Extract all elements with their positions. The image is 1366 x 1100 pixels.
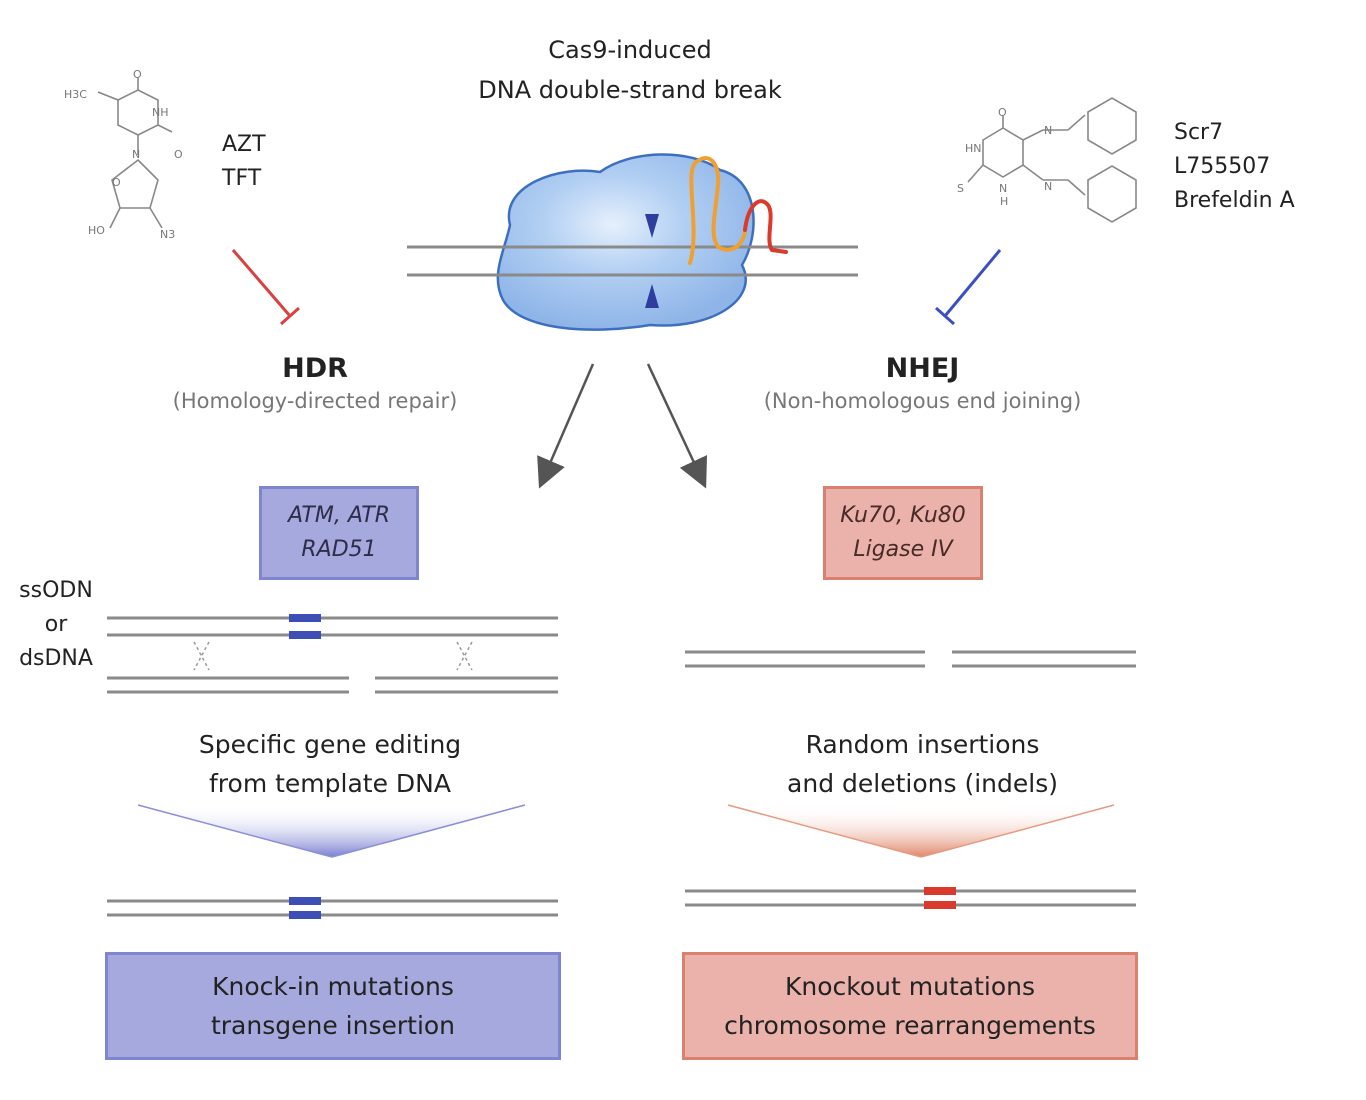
crossover-markers	[193, 641, 473, 671]
hdr-arrow	[537, 363, 595, 489]
hdr-subtitle: (Homology-directed repair)	[172, 389, 458, 413]
svg-text:O: O	[174, 148, 183, 161]
hdr-funnel-edge-right	[331, 804, 526, 858]
nhej-outcome-line-1: Knockout mutations	[785, 972, 1035, 1001]
hdr-funnel-edge-left	[137, 804, 333, 858]
svg-text:N: N	[132, 148, 140, 161]
nhej-genes-line-1: Ku70, Ku80	[840, 503, 966, 528]
nhej-gene-box: Ku70, Ku80 Ligase IV	[823, 486, 983, 580]
svg-text:O: O	[998, 106, 1007, 119]
svg-text:N: N	[999, 182, 1007, 195]
svg-text:N: N	[1044, 124, 1052, 137]
template-line-2: or	[44, 612, 68, 637]
nhej-result-line-2: and deletions (indels)	[787, 769, 1058, 798]
hdr-genes-line-1: ATM, ATR	[287, 503, 391, 528]
inhibitor-scr7: Scr7	[1174, 120, 1224, 145]
hdr-outcome-line-1: Knock-in mutations	[212, 972, 454, 1001]
azt-atom-labels: H3C O NH N O O HO N3	[64, 68, 183, 241]
hdr-gene-box: ATM, ATR RAD51	[259, 486, 419, 580]
nhej-outcome-box: Knockout mutations chromosome rearrangem…	[682, 952, 1138, 1060]
template-line-3: dsDNA	[19, 646, 93, 671]
nhej-subtitle: (Non-homologous end joining)	[763, 389, 1082, 413]
hdr-repair-dna	[107, 614, 558, 694]
target-dna	[407, 245, 858, 277]
cut-site-bottom-marker	[645, 284, 659, 308]
template-line-1: ssODN	[19, 578, 93, 603]
guide-rna	[544, 156, 788, 265]
diagram-title: Cas9-induced DNA double-strand break	[440, 30, 820, 110]
hdr-genes-line-2: RAD51	[301, 537, 377, 562]
nhej-genes-line-2: Ligase IV	[853, 537, 953, 562]
scr7-molecule-icon	[967, 97, 1137, 223]
nhej-result-text: Random insertions and deletions (indels)	[720, 725, 1125, 803]
hdr-edited-dna	[107, 897, 558, 919]
svg-text:HN: HN	[965, 142, 982, 155]
nhej-result-line-1: Random insertions	[805, 730, 1040, 759]
svg-text:N3: N3	[160, 228, 175, 241]
svg-text:N: N	[1044, 180, 1052, 193]
svg-text:H: H	[1000, 195, 1008, 208]
svg-text:NH: NH	[152, 106, 169, 119]
inhibitor-tft: TFT	[222, 166, 262, 191]
cut-site-top-marker	[645, 214, 659, 238]
svg-text:O: O	[133, 68, 142, 81]
svg-text:H3C: H3C	[64, 88, 87, 101]
cas9-protein	[496, 153, 755, 331]
hdr-name: HDR	[282, 353, 348, 384]
scr7-atom-labels: O HN N N S N H	[957, 106, 1052, 208]
inhibitor-l755507: L755507	[1174, 154, 1271, 179]
nhej-name: NHEJ	[885, 353, 960, 384]
nhej-funnel-edge-left	[727, 804, 922, 858]
title-line-1: Cas9-induced	[548, 36, 712, 64]
hdr-outcome-box: Knock-in mutations transgene insertion	[105, 952, 561, 1060]
svg-text:S: S	[957, 182, 964, 195]
template-dna-label: ssODN or dsDNA	[8, 574, 104, 676]
inhibitor-brefeldin-a: Brefeldin A	[1174, 188, 1295, 213]
nhej-broken-dna	[685, 650, 1136, 668]
svg-text:O: O	[112, 176, 121, 189]
hdr-heading: HDR (Homology-directed repair)	[140, 352, 490, 416]
nhej-funnel	[728, 805, 1114, 857]
nhej-inhibitor-list: Scr7 L755507 Brefeldin A	[1174, 116, 1295, 218]
inhibitor-azt: AZT	[222, 132, 266, 157]
hdr-result-text: Specific gene editing from template DNA	[130, 725, 530, 803]
nhej-heading: NHEJ (Non-homologous end joining)	[735, 352, 1110, 416]
nhej-indel-dna	[685, 887, 1136, 909]
hdr-inhibition-symbol	[231, 249, 300, 326]
title-line-2: DNA double-strand break	[478, 76, 782, 104]
hdr-result-line-1: Specific gene editing	[198, 730, 462, 759]
hdr-outcome-line-2: transgene insertion	[210, 1011, 456, 1040]
nhej-inhibition-symbol	[935, 249, 1002, 326]
nhej-arrow	[646, 363, 708, 489]
azt-molecule-icon	[97, 78, 173, 229]
nhej-outcome-line-2: chromosome rearrangements	[724, 1011, 1096, 1040]
hdr-funnel	[138, 805, 525, 857]
hdr-result-line-2: from template DNA	[209, 769, 451, 798]
svg-text:HO: HO	[88, 224, 105, 237]
hdr-inhibitor-list: AZT TFT	[222, 128, 266, 196]
nhej-funnel-edge-right	[920, 804, 1115, 858]
